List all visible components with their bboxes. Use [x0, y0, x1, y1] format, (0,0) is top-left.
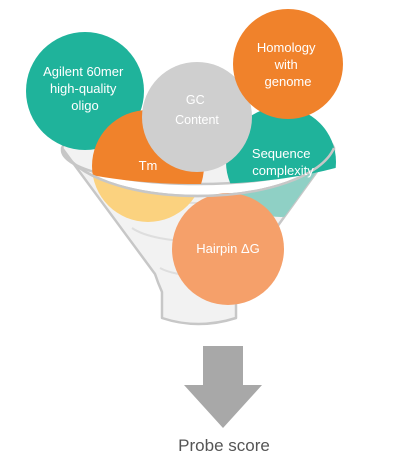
gc-label-line: Content [175, 113, 219, 127]
hairpin-label: Hairpin ΔG [196, 241, 260, 256]
gc-circle [142, 62, 252, 172]
complexity-label-line: Sequence [252, 146, 311, 161]
gc-label-line: GC [186, 93, 205, 107]
complexity-label: Sequence complexity [252, 146, 314, 178]
complexity-circle [226, 107, 336, 184]
homology-label-line: with [274, 57, 298, 72]
hairpin-circle [172, 193, 284, 305]
agilent-circle [26, 32, 144, 150]
gc-label: GC Content [175, 93, 219, 127]
homology-label: Homology with genome [257, 40, 319, 89]
funnel-rim-front [60, 147, 336, 198]
agilent-label-line: oligo [71, 98, 98, 113]
agilent-label: Agilent 60mer high-quality oligo [43, 64, 127, 113]
down-arrow [184, 346, 262, 428]
tm-label-line: Tm [139, 158, 158, 173]
hairpin-label-line: Hairpin ΔG [196, 241, 260, 256]
homology-label-line: Homology [257, 40, 316, 55]
homology-circle [233, 9, 343, 119]
tm-label: Tm [139, 158, 158, 173]
agilent-label-line: Agilent 60mer [43, 64, 124, 79]
complexity-label-line: complexity [252, 163, 314, 178]
probe-score-label: Probe score [178, 436, 270, 455]
agilent-label-line: high-quality [50, 81, 117, 96]
homology-label-line: genome [265, 74, 312, 89]
